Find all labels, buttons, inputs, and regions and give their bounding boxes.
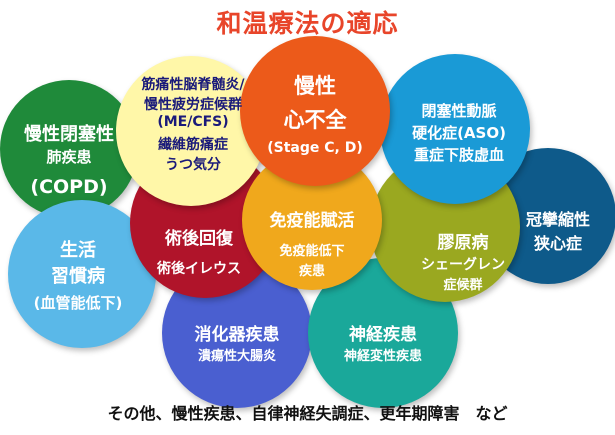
immune-line1: 免疫能賦活: [269, 211, 355, 231]
copd-line1: 慢性閉塞性: [24, 124, 114, 145]
copd-line3: (COPD): [30, 176, 108, 198]
mecfs-line2: 慢性疲労症候群: [144, 97, 242, 113]
collagen-line1: 膠原病: [437, 233, 489, 253]
mecfs-line5: うつ気分: [165, 157, 221, 173]
circle-aso: [380, 54, 530, 204]
heart-line2: 心不全: [283, 108, 347, 132]
circle-me-cfs: [116, 56, 266, 206]
vasospasm-line2: 狭心症: [533, 234, 582, 253]
heart-line1: 慢性: [294, 74, 336, 98]
immune-line3: 疾患: [298, 264, 325, 279]
vasospasm-line1: 冠攣縮性: [525, 210, 590, 229]
footer-note: その他、慢性疾患、自律神経失調症、更年期障害 など: [107, 404, 508, 423]
mecfs-line1: 筋痛性脳脊髄炎/: [141, 77, 245, 93]
digestive-line2: 潰瘍性大腸炎: [197, 349, 276, 364]
neuro-line1: 神経疾患: [349, 325, 417, 345]
mecfs-line3: (ME/CFS): [157, 114, 229, 130]
copd-line2: 肺疾患: [46, 148, 92, 166]
lifestyle-line1: 生活: [60, 240, 96, 261]
digestive-line1: 消化器疾患: [194, 325, 280, 345]
postop-line2: 術後イレウス: [157, 261, 241, 277]
circle-chronic-heart-failure: [240, 36, 390, 186]
circle-copd: [0, 80, 138, 218]
collagen-line3: 症候群: [443, 278, 483, 293]
collagen-line2: シェーグレン: [421, 257, 505, 273]
postop-line1: 術後回復: [165, 229, 233, 249]
immune-line2: 免疫能低下: [279, 244, 345, 259]
mecfs-line4: 繊維筋痛症: [158, 137, 228, 153]
diagram-title: 和温療法の適応: [216, 9, 399, 38]
heart-line3: (Stage C, D): [267, 140, 363, 156]
aso-line3: 重症下肢虚血: [413, 146, 504, 164]
lifestyle-line2: 習慣病: [51, 266, 105, 287]
aso-line2: 硬化症(ASO): [412, 124, 506, 142]
aso-line1: 閉塞性動脈: [421, 102, 497, 120]
neuro-line2: 神経変性疾患: [343, 349, 422, 364]
lifestyle-line3: (血管能低下): [33, 294, 123, 312]
